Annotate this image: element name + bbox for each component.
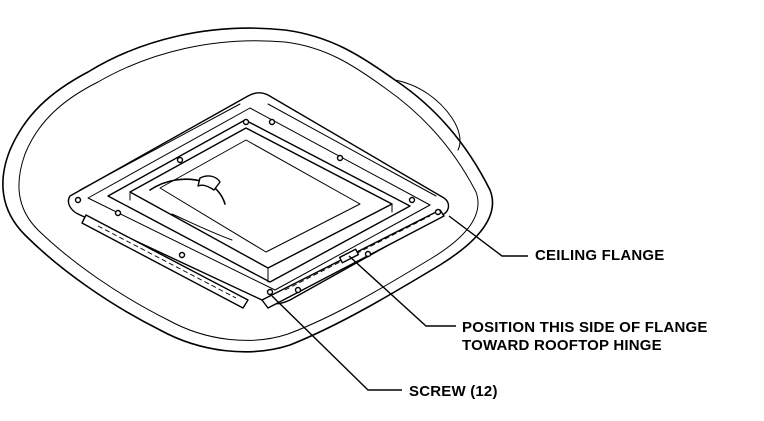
ceiling-flange-label: CEILING FLANGE: [535, 247, 665, 264]
hinge-bump: [394, 79, 461, 151]
dome-inner-edge: [159, 139, 361, 253]
position-label-line1: POSITION THIS SIDE OF FLANGE: [462, 319, 708, 336]
leader-ceiling-flange: [448, 215, 528, 257]
screw-label: SCREW (12): [409, 383, 498, 400]
back-rail-left: [79, 103, 241, 191]
leader-position: [348, 255, 456, 327]
dome-front-face: [129, 191, 393, 283]
crank-knob: [197, 175, 221, 191]
position-label-line2: TOWARD ROOFTOP HINGE: [462, 337, 662, 354]
roof-shroud-outer: [2, 27, 494, 353]
left-rail-dash: [97, 225, 237, 299]
ceiling-flange-inner: [87, 107, 431, 291]
hose-line: [171, 213, 233, 241]
leader-screw: [271, 295, 402, 391]
left-rail: [81, 214, 249, 309]
position-flange-label: POSITION THIS SIDE OF FLANGE TOWARD ROOF…: [462, 319, 708, 355]
back-rail-right: [267, 103, 437, 197]
screws: [74, 118, 442, 296]
roof-shroud-inner: [18, 40, 479, 341]
